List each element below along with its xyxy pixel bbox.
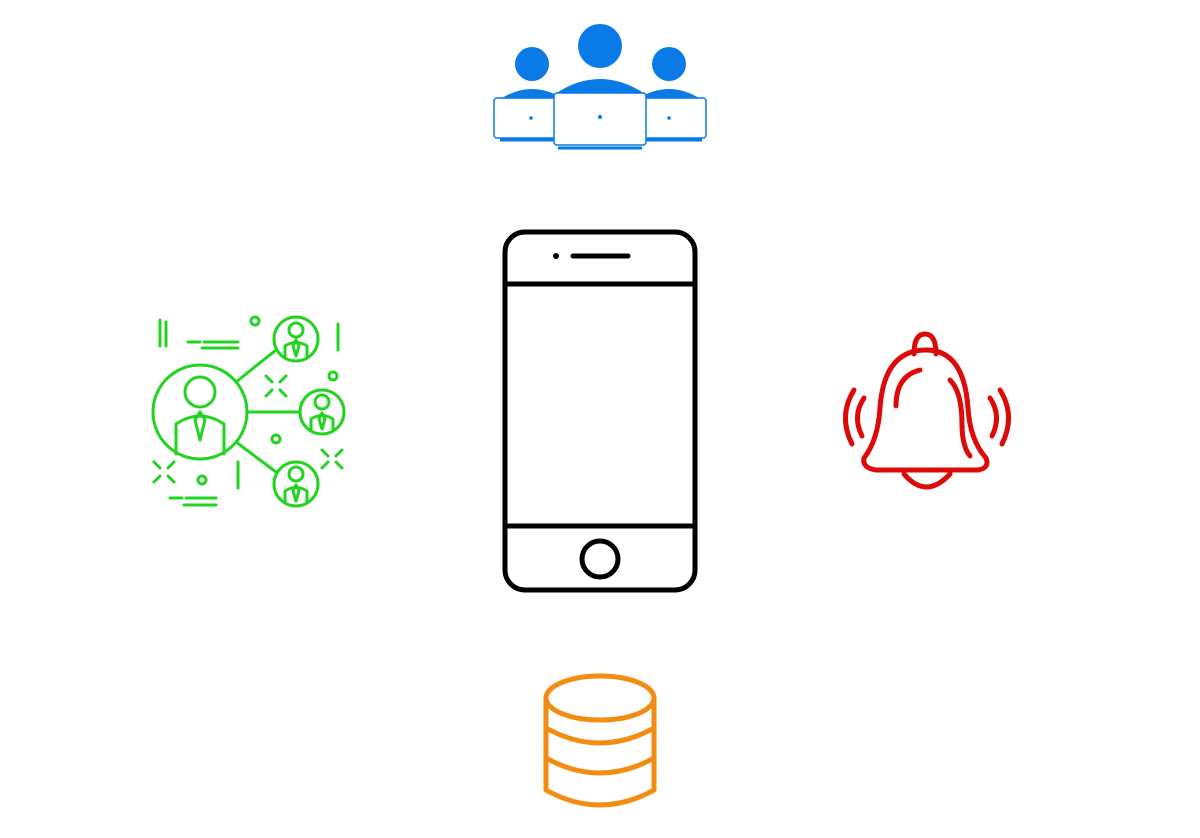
- smartphone-icon: [498, 228, 702, 596]
- laptop-left: [493, 97, 561, 142]
- people-network-icon: [148, 312, 350, 512]
- laptop-center: [553, 92, 647, 150]
- database-icon: [540, 672, 660, 816]
- ringing-bell-icon: [838, 328, 1016, 496]
- team-member-right: [639, 47, 699, 102]
- team-member-left: [502, 47, 562, 102]
- team-member-center: [558, 24, 642, 100]
- phone-camera: [553, 253, 559, 259]
- team-laptops-icon: [490, 20, 712, 152]
- laptop-right: [639, 97, 707, 142]
